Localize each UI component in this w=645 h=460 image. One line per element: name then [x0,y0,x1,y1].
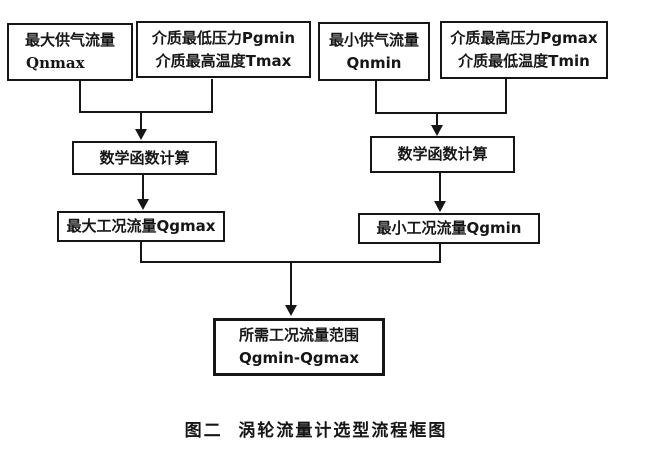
connector-qnmax-down [79,81,81,113]
connector-pgmin-down [211,79,213,113]
node-math-calc-right-label: 数学函数计算 [397,145,488,163]
connector-qgmax-down [140,242,142,263]
connector-pgmax-down [505,79,507,114]
connector-left-merge-stem [140,112,142,130]
arrowhead-into-calc-right-icon [431,125,443,136]
arrowhead-into-range-icon [285,305,297,316]
connector-right-merge [375,112,507,114]
connector-calc-left-to-qgmax [142,175,144,200]
node-min-temp-label: 介质最低温度Tmin [458,52,590,70]
node-qgmin: 最小工况流量Qgmin [358,213,540,244]
node-flow-range-symbol: Qgmin-Qgmax [238,349,360,367]
node-math-calc-left: 数学函数计算 [72,141,217,175]
node-qgmax: 最大工况流量Qgmax [57,211,225,242]
node-flow-range-label: 所需工况流量范围 [238,326,359,344]
connector-bottom-merge-stem [290,262,292,306]
node-math-calc-right: 数学函数计算 [370,136,515,173]
node-flow-range: 所需工况流量范围 Qgmin-Qgmax [213,318,385,376]
node-max-supply-flow: 最大供气流量 Qnmax [7,23,133,81]
node-min-pressure-max-temp: 介质最低压力Pgmin 介质最高温度Tmax [136,21,311,78]
arrowhead-into-qgmin-icon [434,201,446,212]
connector-qgmin-down [439,244,441,263]
figure-caption: 图二 涡轮流量计选型流程框图 [184,421,448,441]
node-min-supply-flow-label: 最小供气流量 [328,30,419,49]
arrowhead-into-qgmax-icon [137,199,149,210]
node-max-temp-label: 介质最高温度Tmax [155,51,292,70]
node-min-supply-flow-symbol: Qnmin [346,53,402,72]
node-qgmin-label: 最小工况流量Qgmin [376,219,522,237]
node-max-pressure-min-temp: 介质最高压力Pgmax 介质最低温度Tmin [440,21,608,79]
node-min-supply-flow: 最小供气流量 Qnmin [318,22,430,81]
arrowhead-into-calc-left-icon [135,129,147,140]
node-max-supply-flow-symbol: Qnmax [26,54,85,72]
node-qgmax-label: 最大工况流量Qgmax [66,217,216,235]
connector-calc-right-to-qgmin [439,173,441,202]
connector-left-merge [79,111,213,113]
node-max-pressure-label: 介质最高压力Pgmax [450,29,598,47]
node-max-supply-flow-label: 最大供气流量 [24,31,115,49]
node-math-calc-left-label: 数学函数计算 [99,148,190,167]
node-min-pressure-label: 介质最低压力Pgmin [151,28,296,47]
connector-qnmin-down [375,81,377,114]
connector-right-merge-stem [436,113,438,126]
